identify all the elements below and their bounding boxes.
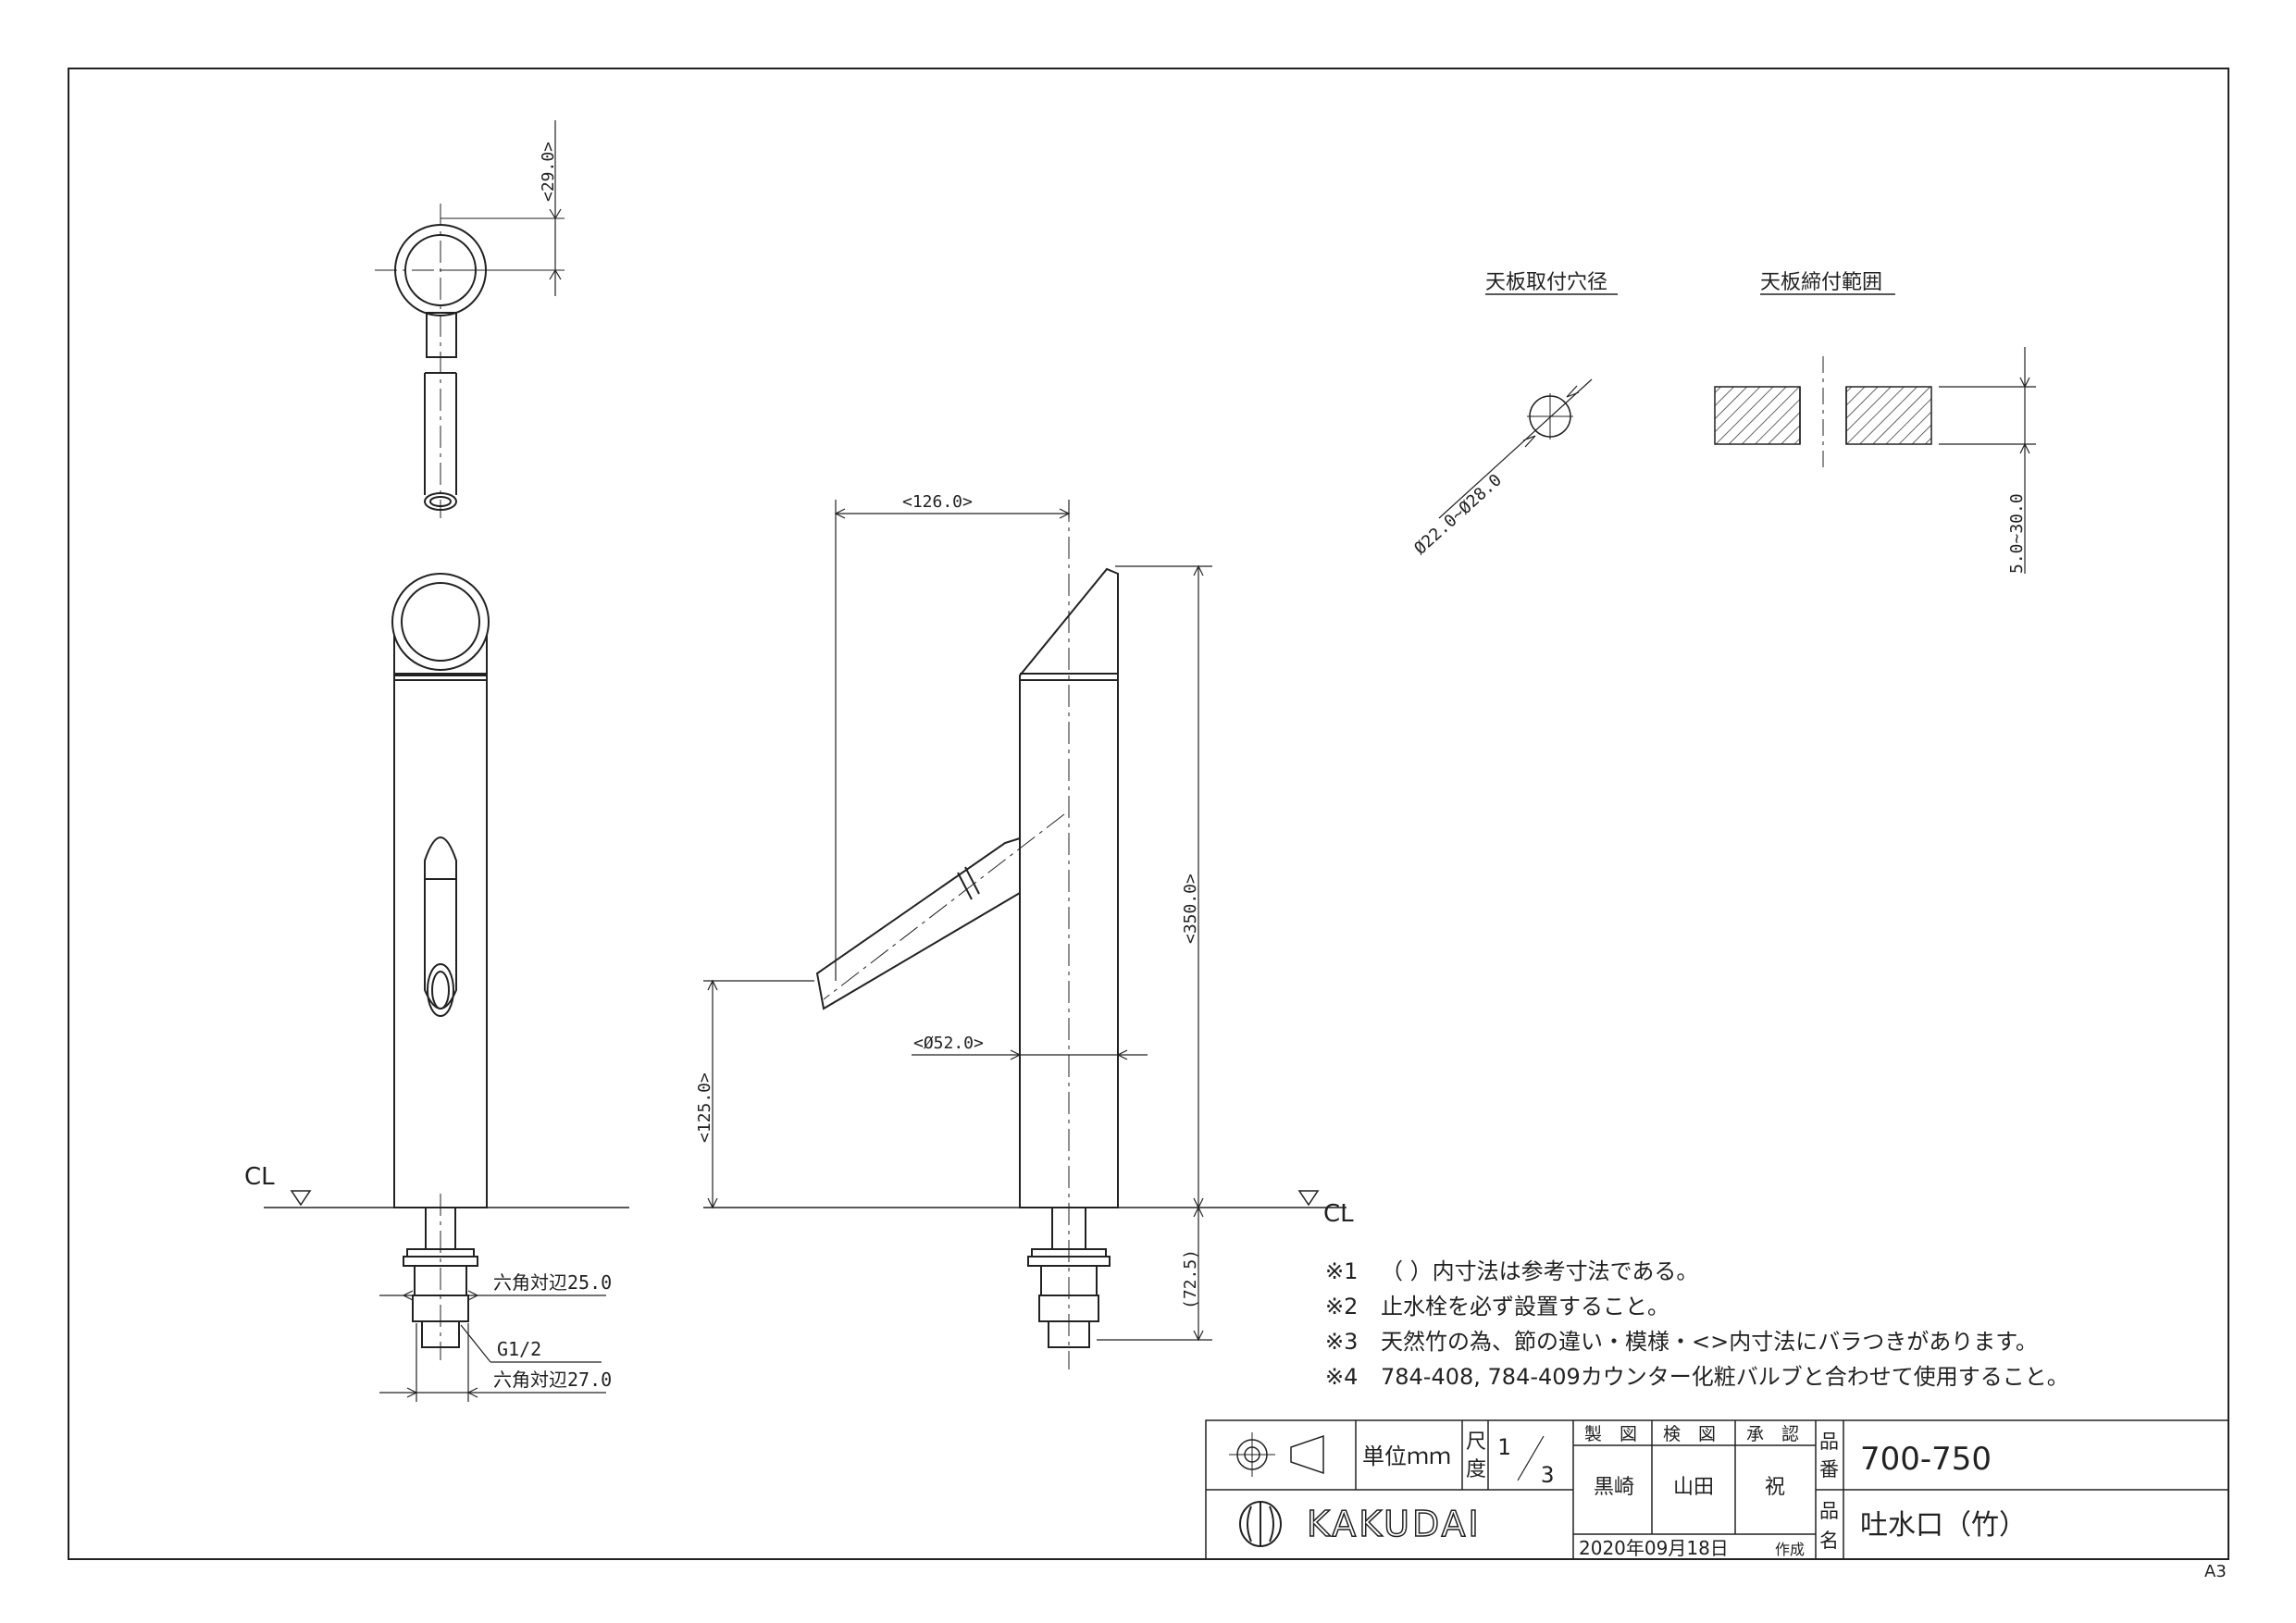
note-4-text: 784-408, 784-409カウンター化粧バルブと合わせて使用すること。 [1381, 1364, 2069, 1390]
title-block-text: 単位ｍｍ 尺 度 1 3 製 図 検 図 承 認 黒崎 山田 祝 2020年09… [1362, 1424, 2027, 1559]
kakudai-logo [1239, 1501, 1282, 1547]
dim-350: <350.0> [1181, 873, 1200, 944]
part-no-label-1: 品 [1819, 1431, 1839, 1453]
brand-name: KAKUDAI [1307, 1504, 1482, 1544]
date-suffix: 作成 [1775, 1541, 1805, 1558]
col-approved: 承 認 [1746, 1424, 1799, 1444]
front-dimensions [379, 1290, 606, 1402]
label-g12: G1/2 [497, 1338, 541, 1360]
front-cl-label: CL [244, 1163, 275, 1191]
note-3-mark: ※3 [1325, 1329, 1358, 1355]
unit-label: 単位ｍｍ [1362, 1443, 1451, 1469]
dim-126: <126.0> [902, 492, 973, 512]
col-drawn: 製 図 [1584, 1424, 1637, 1444]
clamp-detail-title: 天板締付範囲 [1760, 271, 1882, 294]
drawing-frame [68, 68, 2229, 1560]
scale-den: 3 [1541, 1462, 1554, 1488]
title-block [1205, 1419, 2229, 1560]
drawn-by: 黒崎 [1594, 1476, 1634, 1499]
part-name-label-1: 品 [1819, 1500, 1839, 1522]
note-4-mark: ※4 [1325, 1364, 1358, 1390]
clamp-detail-dim: 5.0~30.0 [2007, 493, 2027, 574]
checked-by: 山田 [1673, 1476, 1714, 1499]
dim-29: <29.0> [539, 142, 558, 202]
side-cl-label: CL [1323, 1200, 1354, 1228]
note-1-mark: ※1 [1325, 1258, 1358, 1284]
part-no-label-2: 番 [1819, 1458, 1839, 1481]
dim-72-5: (72.5) [1181, 1249, 1200, 1309]
dim-52: <Ø52.0> [913, 1034, 984, 1053]
side-dimensions [703, 500, 1212, 1342]
note-2-mark: ※2 [1325, 1294, 1358, 1319]
clamp-detail [1714, 293, 2036, 574]
side-view [703, 500, 1347, 1369]
part-name: 吐水口（竹） [1860, 1509, 2027, 1542]
hole-detail-dim: Ø22.0~Ø28.0 [1410, 470, 1506, 558]
dim-125: <125.0> [695, 1072, 714, 1143]
col-checked: 検 図 [1663, 1424, 1716, 1444]
part-no: 700-750 [1860, 1441, 1992, 1478]
approved-by: 祝 [1765, 1476, 1785, 1499]
front-view [264, 573, 629, 1360]
scale-label-2: 度 [1466, 1458, 1486, 1481]
top-view [375, 120, 565, 518]
scale-label-1: 尺 [1466, 1431, 1486, 1454]
note-3-text: 天然竹の為、節の違い・模様・<>内寸法にバラつきがあります。 [1381, 1329, 2038, 1355]
note-1-text: （ ）内寸法は参考寸法である。 [1381, 1258, 1698, 1284]
date: 2020年09月18日 [1579, 1537, 1729, 1559]
dim-hex-27: 六角対辺27.0 [493, 1369, 612, 1391]
dim-hex-25: 六角対辺25.0 [493, 1271, 612, 1294]
note-2-text: 止水栓を必ず設置すること。 [1381, 1294, 1669, 1319]
scale-num: 1 [1497, 1434, 1510, 1460]
sheet-size: A3 [2204, 1562, 2227, 1581]
notes-block: ※1 （ ）内寸法は参考寸法である。 ※2 止水栓を必ず設置すること。 ※3 天… [1325, 1258, 2069, 1390]
hole-detail-title: 天板取付穴径 [1485, 271, 1607, 294]
hole-detail [1438, 293, 1618, 519]
part-name-label-2: 名 [1819, 1530, 1839, 1552]
